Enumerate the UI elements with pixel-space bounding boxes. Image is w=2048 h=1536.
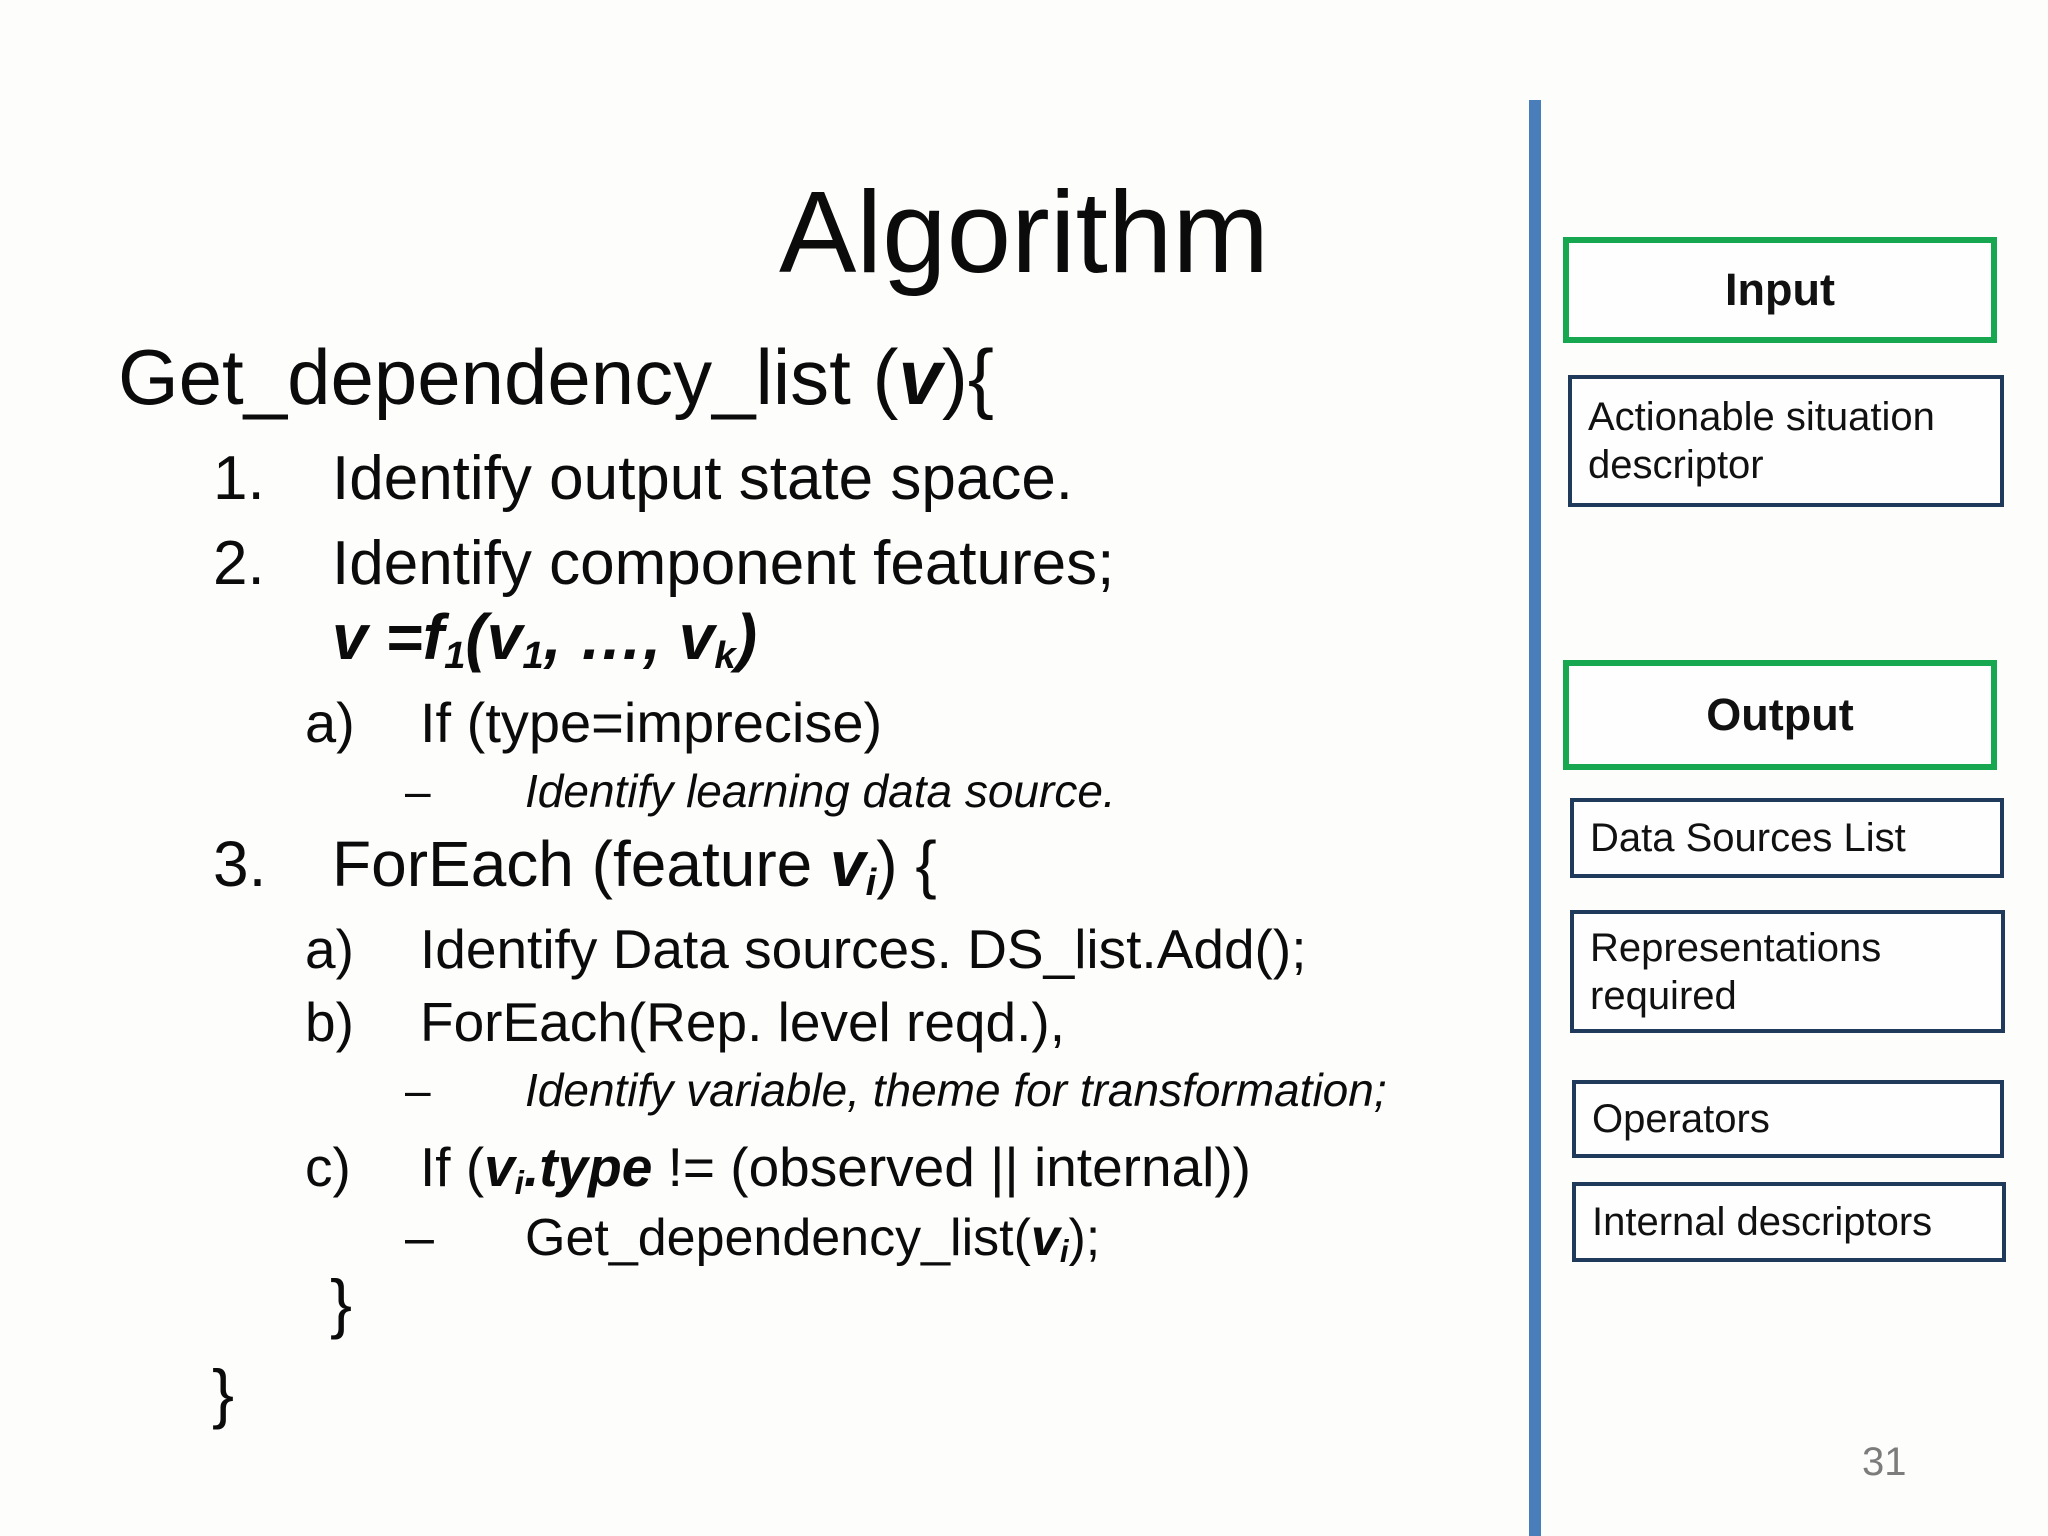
code-text: ForEach (feature vi) { [332, 828, 937, 905]
variable-v: v [898, 333, 942, 421]
code-text: Identify variable, theme for transformat… [525, 1064, 1387, 1116]
code-text: If (vi.type != (observed || internal)) [420, 1136, 1252, 1201]
output-header-label: Output [1706, 689, 1854, 740]
output-item-label: Operators [1592, 1097, 1770, 1141]
page-title: Algorithm [779, 166, 1269, 297]
list-marker: a) [305, 691, 355, 754]
vertical-divider [1529, 100, 1541, 1536]
code-text: ForEach(Rep. level reqd.), [420, 991, 1065, 1053]
page-number: 31 [1862, 1440, 1907, 1484]
code-text: Get_dependency_list(vi); [525, 1209, 1101, 1270]
dash-marker: – [405, 1064, 431, 1116]
list-marker: c) [305, 1136, 351, 1198]
formula: v =f1(v1, …, vk) [332, 601, 758, 678]
code-text: If (type=imprecise) [420, 691, 883, 754]
variable-v: v [484, 1136, 515, 1198]
closing-brace: } [330, 1266, 353, 1340]
code-text: Identify component features; [332, 529, 1115, 598]
code-text: Identify output state space. [332, 444, 1074, 513]
input-item-label: Actionable situation descriptor [1588, 395, 1935, 487]
output-item-box: Internal descriptors [1572, 1182, 2006, 1262]
input-item-box: Actionable situation descriptor [1568, 375, 2004, 507]
output-item-label: Data Sources List [1590, 816, 1906, 860]
code-text: Identify learning data source. [525, 765, 1116, 817]
list-marker: b) [305, 991, 354, 1053]
variable-v: v [1030, 1209, 1060, 1267]
list-marker: 2. [213, 529, 265, 598]
closing-brace: } [212, 1356, 235, 1430]
output-item-box: Representations required [1570, 910, 2005, 1033]
input-header-box: Input [1563, 237, 1997, 343]
output-header-box: Output [1563, 660, 1997, 770]
code-text: Get_dependency_list (v){ [118, 333, 994, 421]
variable-v: v [830, 828, 866, 900]
code-text: Identify Data sources. DS_list.Add(); [420, 918, 1307, 980]
dash-marker: – [405, 765, 431, 817]
output-item-label: Internal descriptors [1592, 1200, 1933, 1244]
output-item-box: Operators [1572, 1080, 2004, 1158]
list-marker: 1. [213, 444, 265, 513]
dash-marker: – [405, 1209, 434, 1267]
output-item-label: Representations required [1590, 925, 1882, 1018]
list-marker: a) [305, 918, 354, 980]
input-header-label: Input [1725, 264, 1835, 315]
output-item-box: Data Sources List [1570, 798, 2004, 878]
list-marker: 3. [213, 828, 267, 900]
